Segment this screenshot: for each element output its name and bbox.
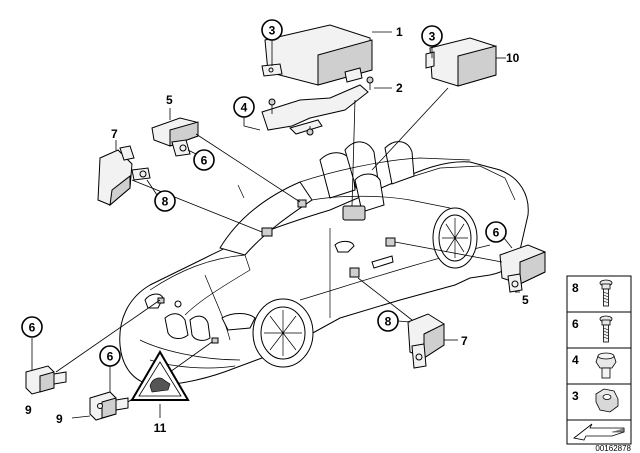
callout-6-center-left: 6 [99, 345, 121, 367]
legend-cell-3 [566, 383, 632, 421]
callout-label: 3 [269, 24, 276, 38]
callout-3-top: 3 [261, 19, 283, 66]
callout-6-upper: 6 [187, 149, 215, 171]
callout-1: 1 [396, 25, 403, 39]
screw-icon [599, 279, 613, 307]
callout-8-left: 8 [146, 179, 176, 212]
hex-nut-icon [595, 388, 619, 413]
callout-7-lower: 7 [461, 334, 468, 348]
sensor-installed-b [297, 199, 307, 208]
callout-9-center: 9 [56, 412, 63, 426]
callout-label: 3 [429, 30, 436, 44]
callout-5-upper: 5 [166, 93, 173, 107]
sensor-installed-d [349, 267, 360, 278]
part-5-sensor-right [394, 241, 546, 293]
legend-num-4: 4 [572, 353, 579, 367]
legend-num-6: 6 [572, 317, 579, 331]
callout-label: 8 [385, 315, 392, 329]
callout-4: 4 [233, 96, 261, 131]
part-11-warning-label [130, 350, 190, 418]
legend-num-8: 8 [572, 281, 579, 295]
document-number: 00162878 [595, 444, 631, 453]
part-7-sensor-left [97, 140, 263, 233]
part-5-sensor-upper [151, 108, 301, 203]
part-2-bracket [261, 76, 392, 136]
callout-8-lower: 8 [377, 310, 411, 332]
callout-label: 6 [201, 154, 208, 168]
part-10-satellite-unit [425, 37, 506, 87]
part-7-sensor-lower [357, 277, 458, 369]
sensor-installed-a [261, 227, 273, 237]
callout-7-left: 7 [111, 127, 118, 141]
control-unit-installed [342, 205, 366, 221]
legend-num-3: 3 [572, 389, 579, 403]
callout-2: 2 [396, 81, 403, 95]
arrow-icon [573, 423, 625, 441]
callout-label: 6 [493, 226, 500, 240]
legend-cell-8 [566, 275, 632, 313]
part-9-sensor-front-left [25, 299, 161, 395]
sensor-installed-f [211, 337, 219, 344]
hex-bolt-icon [595, 352, 617, 379]
callout-5-right: 5 [522, 293, 529, 307]
sensor-installed-e [157, 297, 165, 304]
leader-control-unit [351, 99, 356, 207]
car-illustration [119, 141, 529, 386]
callout-label: 6 [107, 350, 114, 364]
hardware-legend: 8 6 4 3 [566, 275, 632, 453]
legend-cell-6 [566, 311, 632, 349]
callout-label: 6 [29, 321, 36, 335]
leader-satellite [371, 87, 449, 171]
sensor-installed-c [385, 237, 396, 247]
callout-3-right: 3 [421, 25, 443, 58]
screw-icon [599, 315, 613, 343]
callout-label: 4 [241, 101, 248, 115]
part-9-sensor-front-center [71, 341, 213, 421]
callout-6-far-left: 6 [21, 316, 43, 338]
callout-label: 8 [162, 195, 169, 209]
part-1-control-unit [261, 24, 392, 86]
callout-11: 11 [154, 421, 167, 435]
callout-6-right: 6 [485, 221, 513, 249]
callout-9-left: 9 [25, 403, 32, 417]
callout-10: 10 [506, 51, 520, 65]
